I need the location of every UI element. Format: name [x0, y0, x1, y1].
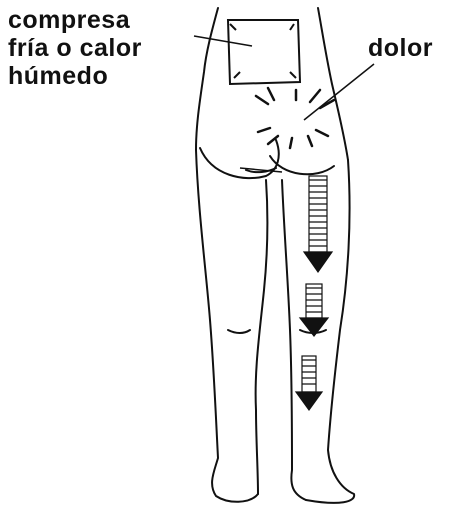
left-knee-line: [228, 330, 250, 333]
left-torso-outline: [196, 8, 218, 150]
compress-label-line-2: fría o calor: [8, 34, 142, 62]
pain-radiation-icon: [256, 88, 334, 148]
left-leg-outer: [196, 150, 258, 502]
compress-label-line-1: compresa: [8, 6, 142, 34]
right-leg-inner: [282, 180, 306, 500]
downward-pain-arrow-icon: [296, 176, 332, 410]
compress-pad-icon: [228, 20, 300, 84]
compress-label-line-3: húmedo: [8, 62, 142, 90]
left-buttock: [200, 140, 279, 178]
pain-label: dolor: [368, 34, 433, 62]
left-leg-inner: [256, 180, 268, 494]
compress-label: compresa fría o calor húmedo: [8, 6, 142, 90]
right-torso-outline: [318, 8, 348, 160]
